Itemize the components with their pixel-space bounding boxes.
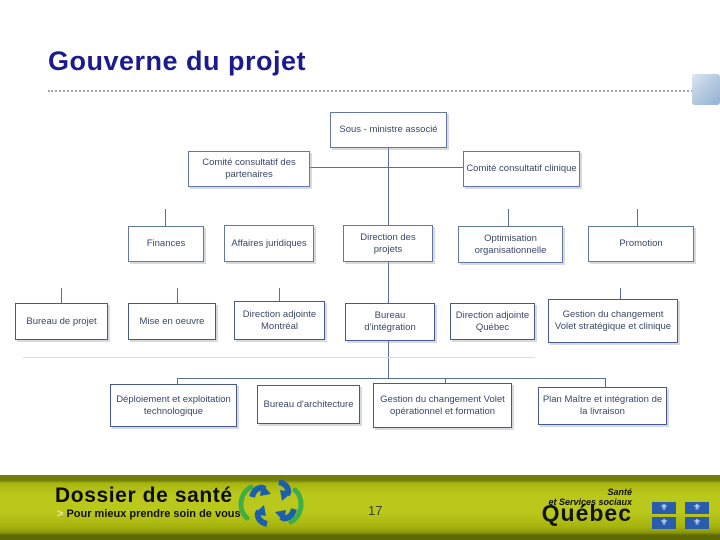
org-node-optimisation: Optimisation organisationnelle [458,226,563,263]
footer-tagline-text: Pour mieux prendre soin de vous [66,508,241,520]
ministry-line1: Santé [607,487,632,497]
footer-brand-title: Dossier de santé [55,484,233,507]
org-node-direction-montreal: Direction adjointe Montréal [234,301,325,340]
connector-line [605,378,606,387]
header-divider [48,90,712,92]
org-node-bureau-integration: Bureau d'intégration [345,303,435,341]
org-node-comite-partenaires: Comité consultatif des partenaires [188,151,310,187]
org-node-finances: Finances [128,226,204,262]
org-node-comite-clinique: Comité consultatif clinique [463,151,580,187]
connector-line [177,378,178,384]
connector-line [61,288,62,303]
quebec-flag-icon: ⚜ [652,502,676,514]
org-node-direction-projets: Direction des projets [343,225,433,262]
quebec-flag-icon: ⚜ [685,502,709,514]
quebec-flag-grid: ⚜ ⚜ ⚜ ⚜ [652,502,712,529]
connector-line [279,288,280,301]
connector-line [165,209,166,226]
org-node-bureau-projet: Bureau de projet [15,303,108,340]
ministry-line2: et Services sociaux [548,497,632,508]
shadow-line [23,357,535,358]
org-node-deploiement: Déploiement et exploitation technologiqu… [110,384,237,427]
footer-tagline: >Pour mieux prendre soin de vous [57,508,241,520]
footer-band [0,475,720,540]
page-number: 17 [368,503,383,518]
org-node-affaires-juridiques: Affaires juridiques [224,225,314,262]
connector-line [388,341,389,378]
dossier-sante-swirl-icon [238,479,304,527]
connector-line [388,262,389,303]
connector-line [508,209,509,226]
connector-line [445,378,446,383]
org-node-sous-ministre: Sous - ministre associé [330,112,447,148]
quebec-flag-icon: ⚜ [685,517,709,529]
org-node-gestion-strategique: Gestion du changement Volet stratégique … [548,299,678,343]
org-node-gestion-operationnel: Gestion du changement Volet opérationnel… [373,383,512,428]
connector-line [620,288,621,299]
connector-line [177,288,178,303]
org-node-mise-en-oeuvre: Mise en oeuvre [128,303,216,340]
org-node-plan-maitre: Plan Maître et intégration de la livrais… [538,387,667,425]
quebec-flag-icon: ⚜ [652,517,676,529]
quebec-wordmark: Québec [541,500,632,526]
org-node-direction-quebec: Direction adjointe Québec [450,303,535,340]
connector-line [388,148,389,225]
org-node-bureau-architecture: Bureau d'architecture [257,385,360,424]
org-node-promotion: Promotion [588,226,694,262]
chevron-icon: > [57,508,64,520]
connector-line [177,378,605,379]
connector-line [310,167,463,168]
ministry-name: Santé et Services sociaux [440,487,632,508]
slide-accent-shape [692,74,720,105]
connector-line [637,209,638,226]
page-title: Gouverne du projet [48,46,307,76]
